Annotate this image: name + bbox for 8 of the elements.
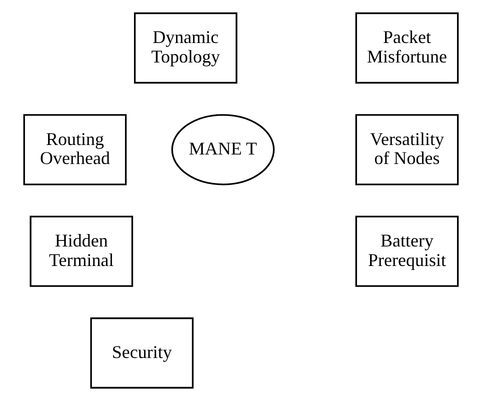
node-box: Hidden Terminal [29, 216, 133, 287]
node-ellipse: MANE T [170, 114, 274, 186]
node-box: Versatility of Nodes [354, 114, 458, 186]
node-box: Security [90, 317, 194, 389]
node-box: Packet Misfortune [354, 12, 458, 84]
node-box: Battery Prerequisit [354, 216, 458, 287]
node-box: Dynamic Topology [133, 12, 237, 84]
node-box: Routing Overhead [22, 114, 126, 186]
